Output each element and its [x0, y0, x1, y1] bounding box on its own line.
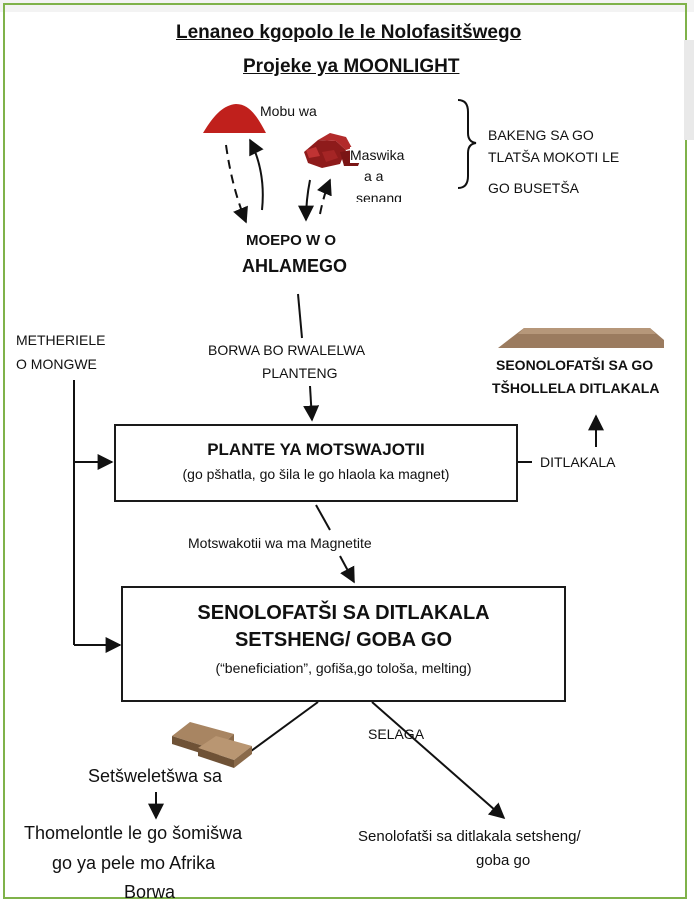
soil-label: Mobu wa	[260, 103, 317, 119]
backfill-note-line3: GO BUSETŠA	[488, 180, 579, 196]
conveyor-label-line2: PLANTENG	[262, 365, 337, 381]
arrow-pit-to-rocks-dashed	[320, 180, 330, 214]
arrow-mound-to-pit-dashed	[226, 145, 246, 222]
smelter-subtitle: (“beneficiation”, gofiša,go tološa, melt…	[123, 660, 564, 676]
processing-plant-box: PLANTE YA MOTSWAJOTII (go pšhatla, go ši…	[114, 424, 518, 502]
smelter-heading-line2: SETSHENG/ GOBA GO	[123, 629, 564, 652]
arrow-smelter-to-slag	[372, 702, 504, 818]
pit-label-line2: AHLAMEGO	[242, 256, 347, 277]
export-line1: Thomelontle le go šomišwa	[24, 823, 242, 844]
arrow-plant-to-smelter	[316, 505, 330, 530]
ingots-icon	[172, 722, 252, 768]
bracket-shape	[458, 100, 476, 188]
conveyor-label-line1: BORWA BO RWALELWA	[208, 342, 365, 358]
arrow-rocks-to-pit	[306, 180, 310, 220]
product-label: Setšweletšwa sa	[88, 766, 222, 787]
backfill-note-line2: TLATŠA MOKOTI LE	[488, 149, 619, 165]
pit-label-line1: MOEPO W O	[246, 232, 336, 249]
stockpile-label-line1: SEONOLOFATŠI SA GO	[496, 357, 653, 373]
slag-destination-line1: Senolofatši sa ditlakala setsheng/	[358, 828, 581, 845]
other-materials-line1: METHERIELE	[16, 332, 105, 348]
smelter-heading-line1: SENOLOFATŠI SA DITLAKALA	[123, 602, 564, 625]
pit-to-conveyor-line	[298, 294, 302, 338]
rocks-label-line3: senang	[356, 190, 402, 202]
rocks-label-line1: Maswika	[350, 147, 404, 163]
waste-label: DITLAKALA	[540, 454, 615, 470]
rocks-label-line2: a a	[364, 168, 383, 184]
export-line2: go ya pele mo Afrika	[52, 853, 215, 874]
arrow-conveyor-to-plant	[310, 386, 312, 420]
magnetite-label: Motswakotii wa ma Magnetite	[186, 535, 374, 551]
slag-label: SELAGA	[368, 726, 424, 742]
export-line3: Borwa	[124, 882, 175, 898]
backfill-note-line1: BAKENG SA GO	[488, 127, 594, 143]
soil-mound-icon	[203, 104, 266, 133]
stockpile-label-line2: TŠHOLLELA DITLAKALA	[492, 380, 659, 396]
processing-plant-heading: PLANTE YA MOTSWAJOTII	[116, 440, 516, 460]
processing-plant-subtitle: (go pšhatla, go šila le go hlaola ka mag…	[116, 466, 516, 482]
other-materials-line2: O MONGWE	[16, 356, 97, 372]
smelter-box: SENOLOFATŠI SA DITLAKALA SETSHENG/ GOBA …	[121, 586, 566, 702]
arrow-pit-to-mound	[250, 140, 263, 210]
slag-destination-line2: goba go	[476, 852, 530, 869]
